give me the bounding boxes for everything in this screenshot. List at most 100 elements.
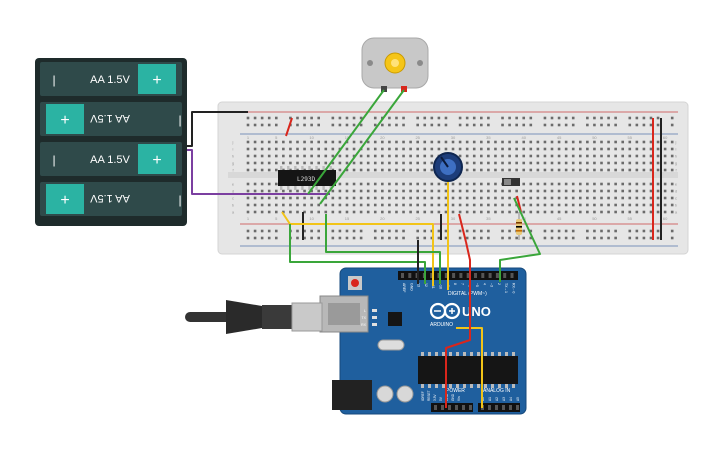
row-letter: f xyxy=(232,168,234,173)
digital-pin-label: TX→1 xyxy=(504,283,508,293)
battery-plus-icon: + xyxy=(152,152,161,169)
power-pin-label: Vin xyxy=(457,396,461,401)
analog-pin-label: A3 xyxy=(502,397,506,401)
digital-header-label: DIGITAL (PWM~) xyxy=(448,291,487,297)
power-pin-label: 3.3V xyxy=(433,394,437,401)
battery-label: AA 1.5V xyxy=(89,112,129,124)
resistor-icon xyxy=(516,212,522,240)
battery-pack[interactable]: +|AA 1.5V+|AA 1.5V+|AA 1.5V+|AA 1.5V xyxy=(35,58,187,226)
wire-battery-purple xyxy=(187,149,330,195)
wire-green-switch xyxy=(499,197,541,282)
column-number: 25 xyxy=(415,135,420,140)
column-number: 35 xyxy=(486,216,491,221)
digital-pin-label: ~10 xyxy=(439,283,443,289)
row-letter: b xyxy=(675,203,678,208)
wire-red-top-left xyxy=(285,117,293,137)
wires xyxy=(187,89,662,408)
usb-cable-icon xyxy=(185,300,323,334)
column-number: 15 xyxy=(345,216,350,221)
column-number: 45 xyxy=(557,216,562,221)
wire-yellow-a xyxy=(281,211,434,286)
wire-motor-b xyxy=(319,89,405,205)
slide-switch-icon[interactable] xyxy=(502,178,520,186)
analog-pin-label: A5 xyxy=(516,397,520,401)
dc-motor-icon[interactable] xyxy=(361,37,429,92)
column-number: 30 xyxy=(451,135,456,140)
row-letter: i xyxy=(233,147,234,152)
arduino-logo-icon xyxy=(429,302,461,320)
column-number: 50 xyxy=(592,216,597,221)
arduino-brand: ARDUINO xyxy=(430,322,453,328)
led-label: TX xyxy=(362,316,367,320)
digital-pin-label: 4 xyxy=(482,283,486,285)
wire-red-5v xyxy=(445,241,471,408)
battery-plus-icon: + xyxy=(152,72,161,89)
battery-label: AA 1.5V xyxy=(90,154,130,166)
potentiometer-icon[interactable] xyxy=(433,152,463,182)
digital-pin-label: 8 xyxy=(453,283,457,285)
led-label: L xyxy=(364,309,366,313)
column-number: 5 xyxy=(275,216,278,221)
column-number: 25 xyxy=(415,216,420,221)
wire-motor-a xyxy=(307,89,385,195)
row-letter: e xyxy=(675,182,678,187)
column-number: 45 xyxy=(557,135,562,140)
analog-pin-label: A4 xyxy=(509,397,513,401)
column-number: 55 xyxy=(628,135,633,140)
digital-pin-label: GND xyxy=(409,283,413,291)
battery-minus-icon: | xyxy=(178,193,181,207)
power-pin-label: GND xyxy=(451,393,455,401)
row-letter: a xyxy=(675,210,678,215)
row-letter: g xyxy=(675,161,677,166)
wire-yellow-pot xyxy=(456,327,483,408)
chip-label: L293D xyxy=(297,176,315,183)
power-pin-label: 5V xyxy=(439,396,443,401)
wire-green-a xyxy=(289,224,426,284)
row-letter: h xyxy=(675,154,677,159)
digital-pin-label: 7 xyxy=(460,283,464,285)
column-number: 40 xyxy=(522,135,527,140)
row-letter: h xyxy=(232,154,234,159)
column-number: 50 xyxy=(592,135,597,140)
wire-battery-black xyxy=(187,111,248,147)
row-letter: f xyxy=(675,168,677,173)
column-number: 20 xyxy=(380,216,385,221)
battery-cell: + | AA 1.5V xyxy=(40,102,182,136)
column-number: 30 xyxy=(451,216,456,221)
row-letter: c xyxy=(675,196,677,201)
battery-cell: + | AA 1.5V xyxy=(40,182,182,216)
battery-minus-icon: | xyxy=(178,113,181,127)
column-number: 60 xyxy=(663,216,668,221)
column-number: 15 xyxy=(345,135,350,140)
column-number: 55 xyxy=(628,216,633,221)
column-number: 35 xyxy=(486,135,491,140)
digital-pin-label: 12 xyxy=(424,283,428,287)
battery-label: AA 1.5V xyxy=(89,192,129,204)
reset-button[interactable] xyxy=(351,279,359,287)
battery-cell: + | AA 1.5V xyxy=(40,142,182,176)
row-letter: d xyxy=(232,189,234,194)
battery-plus-icon: + xyxy=(60,112,69,129)
digital-pin-label: 2 xyxy=(497,283,501,285)
arduino-uno-board[interactable]: UNO ARDUINO DIGITAL (PWM~) POWER ANALOG … xyxy=(319,267,527,415)
analog-pin-label: A1 xyxy=(488,397,492,401)
digital-pin-label: ~3 xyxy=(490,283,494,287)
row-letter: e xyxy=(232,182,235,187)
row-letter: j xyxy=(232,140,234,145)
power-header-label: POWER xyxy=(446,388,465,394)
column-number: 10 xyxy=(309,216,314,221)
battery-plus-icon: + xyxy=(60,192,69,209)
column-number: 60 xyxy=(663,135,668,140)
analog-pin-label: A2 xyxy=(495,397,499,401)
row-letter: j xyxy=(675,140,677,145)
wire-green-b xyxy=(325,214,441,284)
row-letter: g xyxy=(232,161,234,166)
row-letter: a xyxy=(232,210,235,215)
column-number: 10 xyxy=(309,135,314,140)
column-number: 1 xyxy=(247,216,250,221)
digital-pin-label: AREF xyxy=(402,283,406,292)
column-number: 20 xyxy=(380,135,385,140)
battery-minus-icon: | xyxy=(52,153,55,167)
wire-red-pot xyxy=(458,213,467,243)
